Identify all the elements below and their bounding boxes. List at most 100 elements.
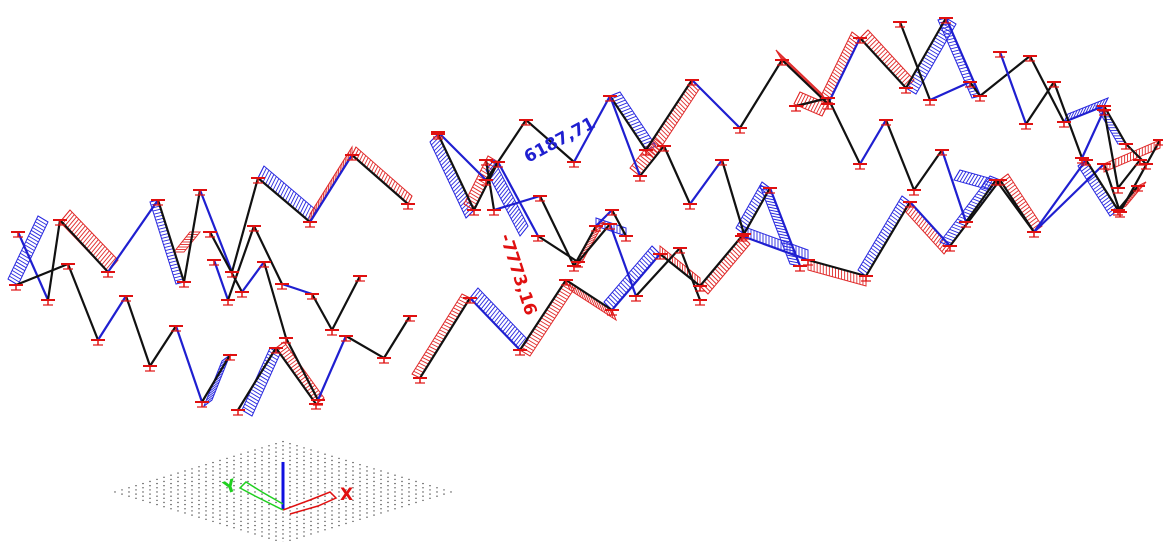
- node-support-symbol[interactable]: [61, 263, 75, 270]
- node-support-symbol[interactable]: [1019, 123, 1033, 130]
- truss-member[interactable]: [257, 177, 311, 223]
- truss-member[interactable]: [595, 209, 613, 227]
- truss-member[interactable]: [965, 179, 997, 223]
- node-support-symbol[interactable]: [693, 285, 707, 292]
- truss-member[interactable]: [577, 223, 611, 263]
- node-support-symbol[interactable]: [1153, 139, 1163, 146]
- truss-member[interactable]: [331, 275, 361, 331]
- node-support-symbol[interactable]: [11, 231, 25, 238]
- node-support-symbol[interactable]: [567, 265, 581, 272]
- node-support-symbol[interactable]: [151, 199, 165, 206]
- node-support-symbol[interactable]: [403, 315, 417, 322]
- truss-member[interactable]: [859, 37, 907, 89]
- truss-member[interactable]: [97, 295, 127, 341]
- truss-member[interactable]: [124, 295, 152, 367]
- node-support-symbol[interactable]: [567, 161, 581, 168]
- truss-member[interactable]: [469, 297, 521, 351]
- truss-member[interactable]: [699, 235, 743, 287]
- node-support-symbol[interactable]: [91, 339, 105, 346]
- node-support-symbol[interactable]: [1047, 81, 1061, 88]
- truss-member[interactable]: [275, 347, 317, 405]
- truss-member[interactable]: [565, 279, 613, 311]
- node-support-symbol[interactable]: [101, 271, 115, 278]
- node-support-symbol[interactable]: [775, 59, 789, 66]
- truss-member[interactable]: [156, 199, 186, 283]
- node-support-symbol[interactable]: [1097, 109, 1111, 116]
- node-support-symbol[interactable]: [479, 179, 493, 186]
- node-support-symbol[interactable]: [169, 325, 183, 332]
- node-support-symbol[interactable]: [853, 37, 867, 44]
- node-support-symbol[interactable]: [353, 275, 367, 282]
- truss-member[interactable]: [1103, 105, 1127, 145]
- truss-member[interactable]: [898, 21, 932, 101]
- truss-member[interactable]: [1033, 159, 1087, 233]
- node-support-symbol[interactable]: [603, 95, 617, 102]
- node-support-symbol[interactable]: [1131, 185, 1145, 192]
- truss-member[interactable]: [16, 231, 50, 301]
- truss-member[interactable]: [59, 219, 109, 273]
- truss-member[interactable]: [149, 325, 177, 367]
- node-support-symbol[interactable]: [923, 99, 937, 106]
- truss-member[interactable]: [827, 97, 861, 165]
- truss-member[interactable]: [979, 55, 1031, 97]
- node-support-symbol[interactable]: [251, 177, 265, 184]
- node-support-symbol[interactable]: [789, 105, 803, 112]
- node-support-symbol[interactable]: [793, 265, 807, 272]
- node-support-symbol[interactable]: [119, 295, 133, 302]
- truss-member[interactable]: [230, 177, 260, 273]
- truss-member[interactable]: [929, 80, 971, 102]
- truss-member[interactable]: [573, 225, 597, 267]
- node-support-symbol[interactable]: [431, 133, 445, 140]
- node-support-symbol[interactable]: [1023, 55, 1037, 62]
- truss-member[interactable]: [1085, 159, 1119, 211]
- truss-member[interactable]: [781, 59, 829, 105]
- node-support-symbol[interactable]: [993, 51, 1007, 58]
- node-support-symbol[interactable]: [989, 179, 1003, 186]
- node-support-symbol[interactable]: [1097, 163, 1111, 170]
- truss-member[interactable]: [437, 131, 487, 181]
- truss-member[interactable]: [473, 161, 499, 211]
- node-support-symbol[interactable]: [231, 409, 245, 416]
- truss-member[interactable]: [66, 263, 100, 341]
- node-support-symbol[interactable]: [207, 259, 221, 266]
- node-support-symbol[interactable]: [907, 189, 921, 196]
- truss-member[interactable]: [209, 231, 243, 293]
- node-support-symbol[interactable]: [943, 245, 957, 252]
- truss-member[interactable]: [519, 279, 567, 351]
- truss-member[interactable]: [827, 37, 861, 105]
- node-support-symbol[interactable]: [963, 81, 977, 88]
- node-support-symbol[interactable]: [53, 219, 67, 226]
- node-support-symbol[interactable]: [629, 295, 643, 302]
- truss-member[interactable]: [795, 96, 829, 108]
- truss-member[interactable]: [909, 201, 951, 247]
- truss-member[interactable]: [1029, 55, 1065, 123]
- node-support-symbol[interactable]: [401, 203, 415, 210]
- node-support-symbol[interactable]: [683, 203, 697, 210]
- node-support-symbol[interactable]: [1075, 157, 1089, 164]
- node-support-symbol[interactable]: [1133, 159, 1147, 166]
- node-support-symbol[interactable]: [673, 247, 687, 254]
- node-support-symbol[interactable]: [821, 103, 835, 110]
- node-support-symbol[interactable]: [685, 79, 699, 86]
- node-support-symbol[interactable]: [715, 159, 729, 166]
- node-support-symbol[interactable]: [1057, 121, 1071, 128]
- truss-member[interactable]: [691, 79, 741, 129]
- node-support-symbol[interactable]: [225, 271, 239, 278]
- node-support-symbol[interactable]: [605, 309, 619, 316]
- node-support-symbol[interactable]: [513, 349, 527, 356]
- truss-member[interactable]: [281, 282, 313, 296]
- truss-member[interactable]: [608, 223, 638, 297]
- truss-member[interactable]: [537, 235, 579, 263]
- node-support-symbol[interactable]: [177, 281, 191, 288]
- node-support-symbol[interactable]: [143, 365, 157, 372]
- truss-member[interactable]: [539, 195, 575, 267]
- node-support-symbol[interactable]: [325, 329, 339, 336]
- node-support-symbol[interactable]: [589, 225, 603, 232]
- node-support-symbol[interactable]: [275, 283, 289, 290]
- node-support-symbol[interactable]: [41, 299, 55, 306]
- node-support-symbol[interactable]: [1119, 143, 1133, 150]
- node-support-symbol[interactable]: [257, 261, 271, 268]
- node-support-symbol[interactable]: [693, 299, 707, 306]
- node-support-symbol[interactable]: [603, 223, 617, 230]
